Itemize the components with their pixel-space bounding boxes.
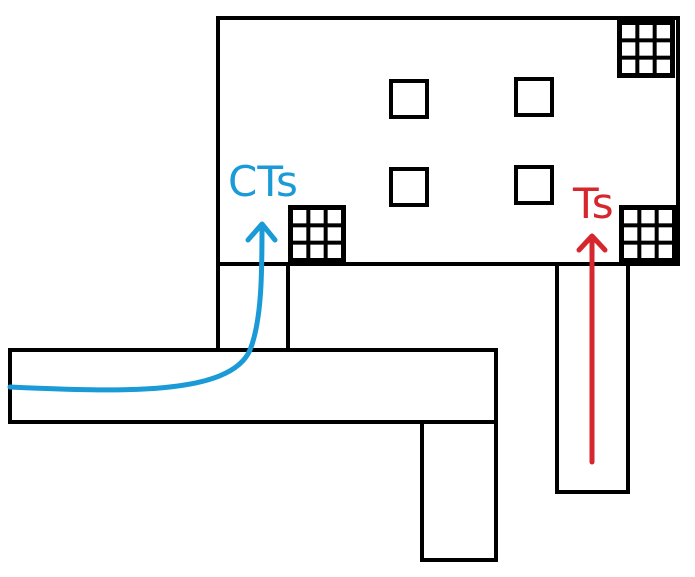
grid-cell: [658, 210, 672, 224]
grid-cell: [639, 25, 653, 39]
grid-cell: [622, 59, 636, 73]
grid-cell: [310, 210, 324, 224]
small-square: [389, 79, 429, 119]
right-path-arrowhead: [576, 233, 608, 253]
left-path-arrowhead: [245, 221, 278, 243]
lower-corridor: [420, 420, 498, 562]
grid-cell: [624, 227, 638, 241]
grid-cell: [622, 42, 636, 56]
grid-cell: [327, 227, 341, 241]
small-squares: [389, 77, 554, 207]
main-room: [216, 16, 680, 266]
grid-cell: [656, 42, 670, 56]
grid-cell: [641, 210, 655, 224]
right-path-label: Ts: [572, 179, 614, 228]
outlines: [8, 16, 680, 562]
grid-block-top-right: [617, 20, 675, 78]
grid-cell: [293, 227, 307, 241]
left-path-label: CTs: [228, 157, 298, 206]
left-path-line: [7, 223, 265, 393]
grid-cell: [656, 25, 670, 39]
small-square: [514, 165, 554, 205]
grid-cell: [622, 25, 636, 39]
grid-cell: [293, 210, 307, 224]
grid-block-center-left: [288, 205, 346, 263]
horizontal-corridor: [8, 348, 498, 424]
grid-cell: [641, 227, 655, 241]
grid-cell: [327, 244, 341, 258]
grid-cell: [658, 244, 672, 258]
grid-cell: [624, 210, 638, 224]
grid-cell: [293, 244, 307, 258]
grid-cell: [624, 244, 638, 258]
grid-cell: [656, 59, 670, 73]
small-square: [514, 77, 554, 117]
grid-cell: [327, 210, 341, 224]
grid-block-bottom-right: [619, 205, 677, 263]
grid-cell: [658, 227, 672, 241]
small-square: [389, 167, 429, 207]
grid-cell: [310, 244, 324, 258]
grid-cell: [639, 42, 653, 56]
grid-cell: [641, 244, 655, 258]
grid-cell: [639, 59, 653, 73]
grid-cell: [310, 227, 324, 241]
